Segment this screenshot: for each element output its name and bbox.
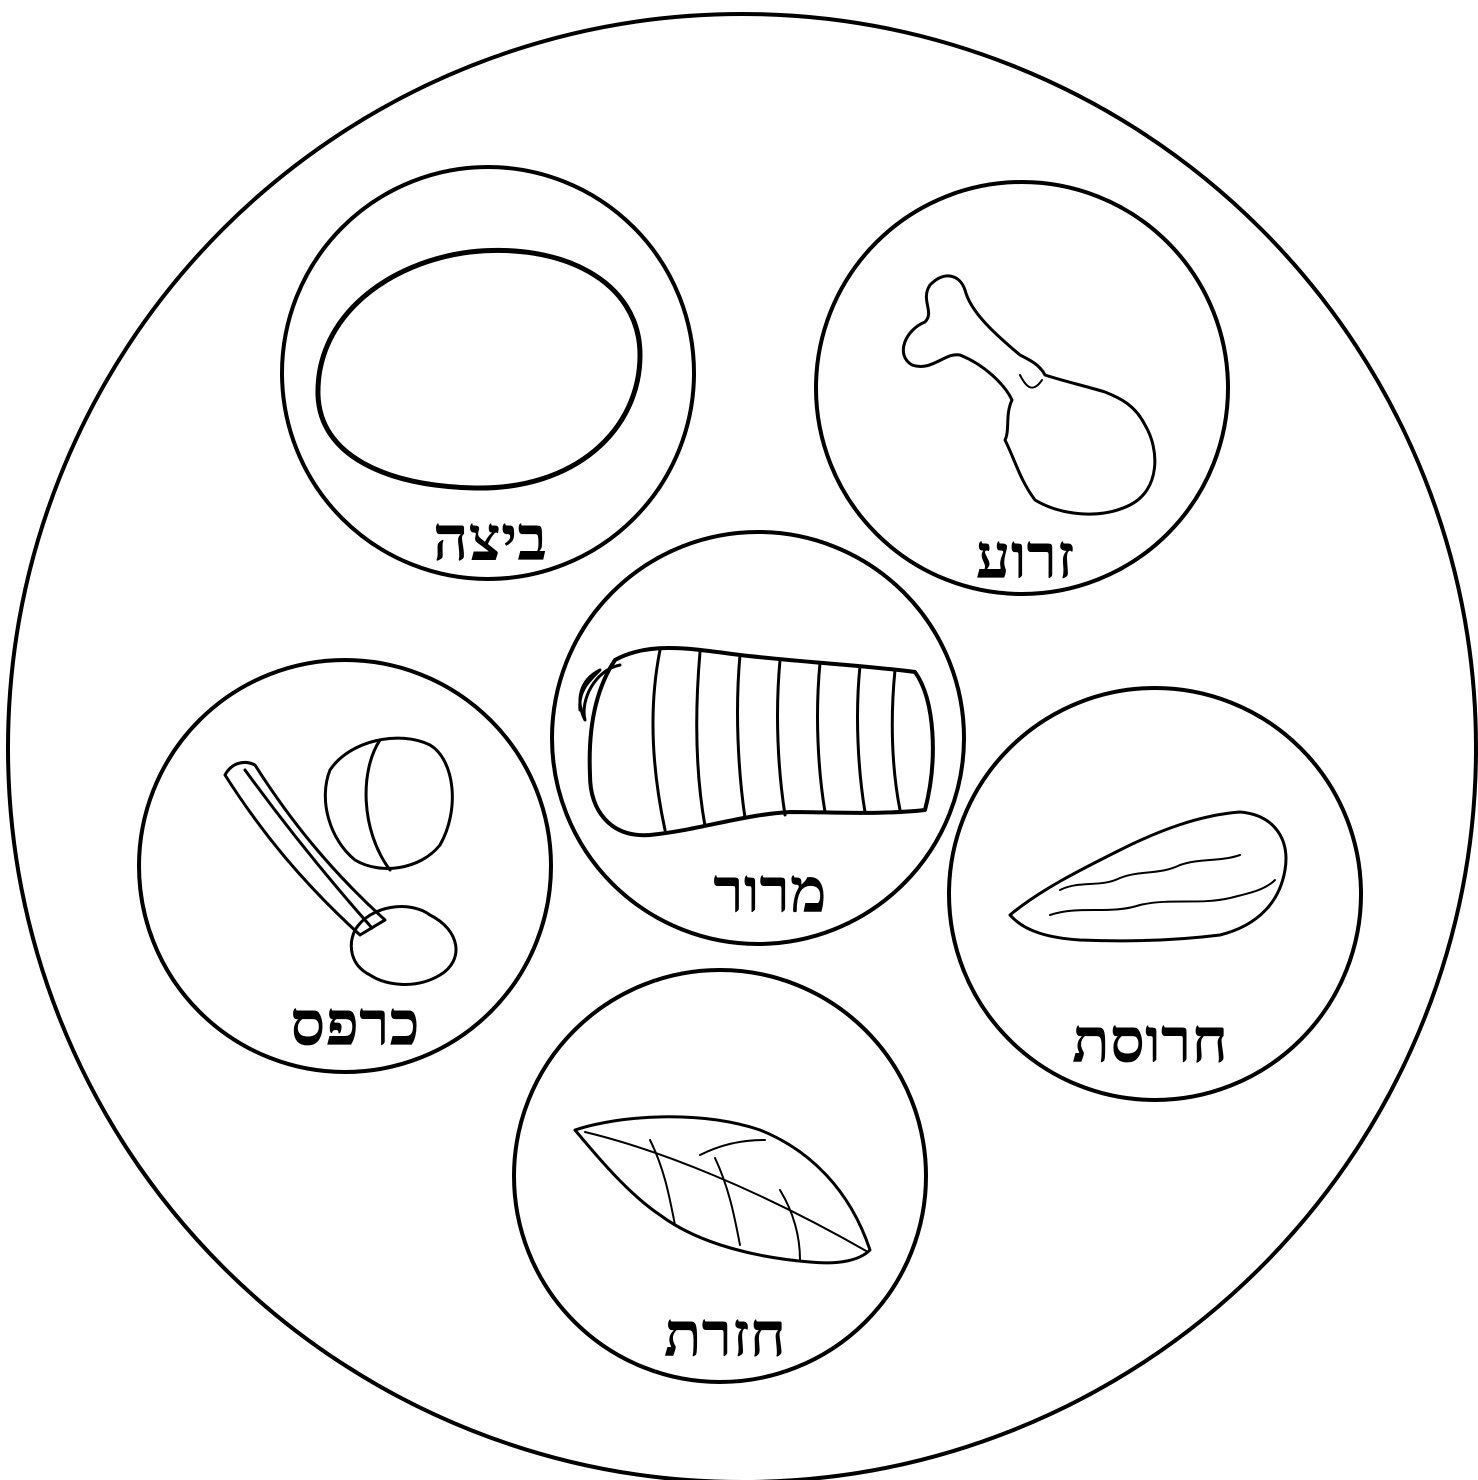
item-label: חרוסת	[1072, 1004, 1228, 1077]
item-maror: מרור	[552, 532, 964, 944]
item-karpas: כרפס	[139, 660, 551, 1072]
charoset-icon	[1010, 812, 1286, 941]
egg-icon	[318, 250, 640, 488]
item-beitzah: ביצה	[282, 167, 694, 579]
item-zeroa: זרוע	[816, 182, 1228, 594]
item-label: ביצה	[433, 502, 547, 575]
celery-potato-icon	[225, 738, 456, 984]
item-label: זרוע	[976, 520, 1075, 593]
item-label: מרור	[713, 854, 827, 927]
item-label: כרפס	[290, 987, 420, 1060]
shank-bone-icon	[903, 276, 1155, 514]
item-charoset: חרוסת	[949, 688, 1361, 1100]
item-label: חזרת	[664, 1298, 786, 1371]
item-chazeret: חזרת	[514, 970, 926, 1382]
horseradish-icon	[580, 648, 933, 835]
lettuce-leaf-icon	[575, 1117, 870, 1263]
plate-rim	[8, 14, 1476, 1480]
